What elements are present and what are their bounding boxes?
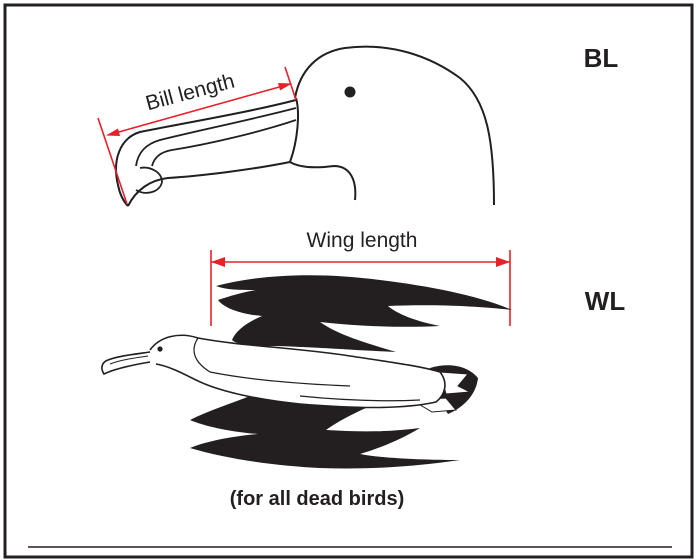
albatross-small-eye [157, 346, 162, 351]
bill-code-label: BL [584, 43, 619, 73]
wing-code-label: WL [585, 286, 626, 316]
albatross-eye [345, 87, 356, 98]
dead-birds-note: (for all dead birds) [230, 488, 404, 510]
wing-length-label: Wing length [307, 229, 418, 252]
